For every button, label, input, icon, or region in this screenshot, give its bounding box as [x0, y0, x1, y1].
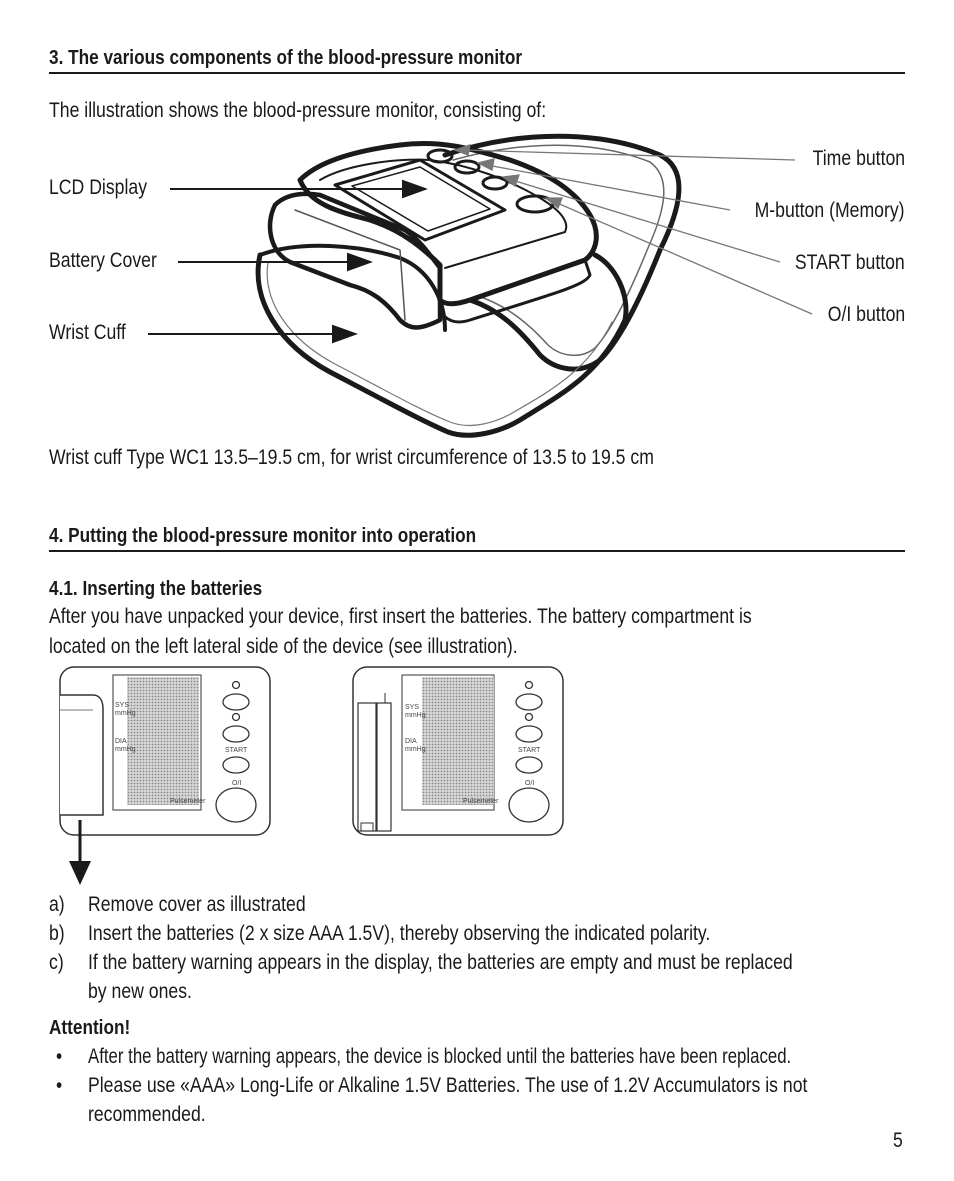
step-a-marker: a) [49, 893, 65, 916]
dia-label: DIA [115, 738, 127, 745]
bullet-1-marker: • [56, 1045, 63, 1068]
bullet-2-text-line-2: recommended. [88, 1103, 206, 1126]
device-front-view-closed: SYS mmHg DIA mmHg Pulsemeter START O/I [59, 666, 271, 885]
sys-label: SYS [115, 702, 129, 709]
batteries-paragraph-line-1: After you have unpacked your device, fir… [49, 605, 752, 628]
step-c-text-line-1: If the battery warning appears in the di… [88, 951, 793, 974]
page-number: 5 [893, 1129, 903, 1152]
attention-heading: Attention! [49, 1017, 131, 1039]
label-battery-cover: Battery Cover [49, 249, 157, 272]
label-start-button: START button [795, 251, 905, 274]
oi-label: O/I [232, 780, 241, 787]
dia-label-2: DIA [405, 738, 417, 745]
label-wrist-cuff: Wrist Cuff [49, 321, 126, 344]
section-4-rule [49, 550, 905, 552]
label-m-button: M-button (Memory) [755, 199, 905, 222]
sys-unit-2: mmHg [405, 712, 426, 719]
cuff-note: Wrist cuff Type WC1 13.5–19.5 cm, for wr… [49, 446, 654, 469]
section-3-rule [49, 72, 905, 74]
brand-label-2: Pulsemeter [463, 798, 499, 805]
step-b-text: Insert the batteries (2 x size AAA 1.5V)… [88, 922, 711, 945]
bullet-2-text-line-1: Please use «AAA» Long-Life or Alkaline 1… [88, 1074, 808, 1097]
subsection-4-1-heading: 4.1. Inserting the batteries [49, 578, 263, 600]
start-label: START [225, 747, 248, 754]
step-b-marker: b) [49, 922, 65, 945]
brand-label: Pulsemeter [170, 798, 206, 805]
dia-unit-2: mmHg [405, 746, 426, 753]
bullet-1-text: After the battery warning appears, the d… [88, 1045, 792, 1068]
label-time-button: Time button [812, 147, 905, 170]
start-label-2: START [518, 747, 541, 754]
section-3-heading: 3. The various components of the blood-p… [49, 47, 523, 69]
sys-unit: mmHg [115, 710, 136, 717]
section-4-heading: 4. Putting the blood-pressure monitor in… [49, 525, 477, 547]
bullet-2-marker: • [56, 1074, 63, 1097]
sys-label-2: SYS [405, 704, 419, 711]
oi-label-2: O/I [525, 780, 534, 787]
monitor-illustration [148, 133, 813, 438]
step-c-marker: c) [49, 951, 64, 974]
batteries-paragraph-line-2: located on the left lateral side of the … [49, 635, 518, 658]
step-c-text-line-2: by new ones. [88, 980, 192, 1003]
device-front-view-open: SYS mmHg DIA mmHg Pulsemeter START O/I [352, 666, 564, 836]
dia-unit: mmHg [115, 746, 136, 753]
label-lcd-display: LCD Display [49, 176, 148, 199]
section-3-intro: The illustration shows the blood-pressur… [49, 99, 547, 122]
label-oi-button: O/I button [827, 303, 905, 326]
step-a-text: Remove cover as illustrated [88, 893, 306, 916]
